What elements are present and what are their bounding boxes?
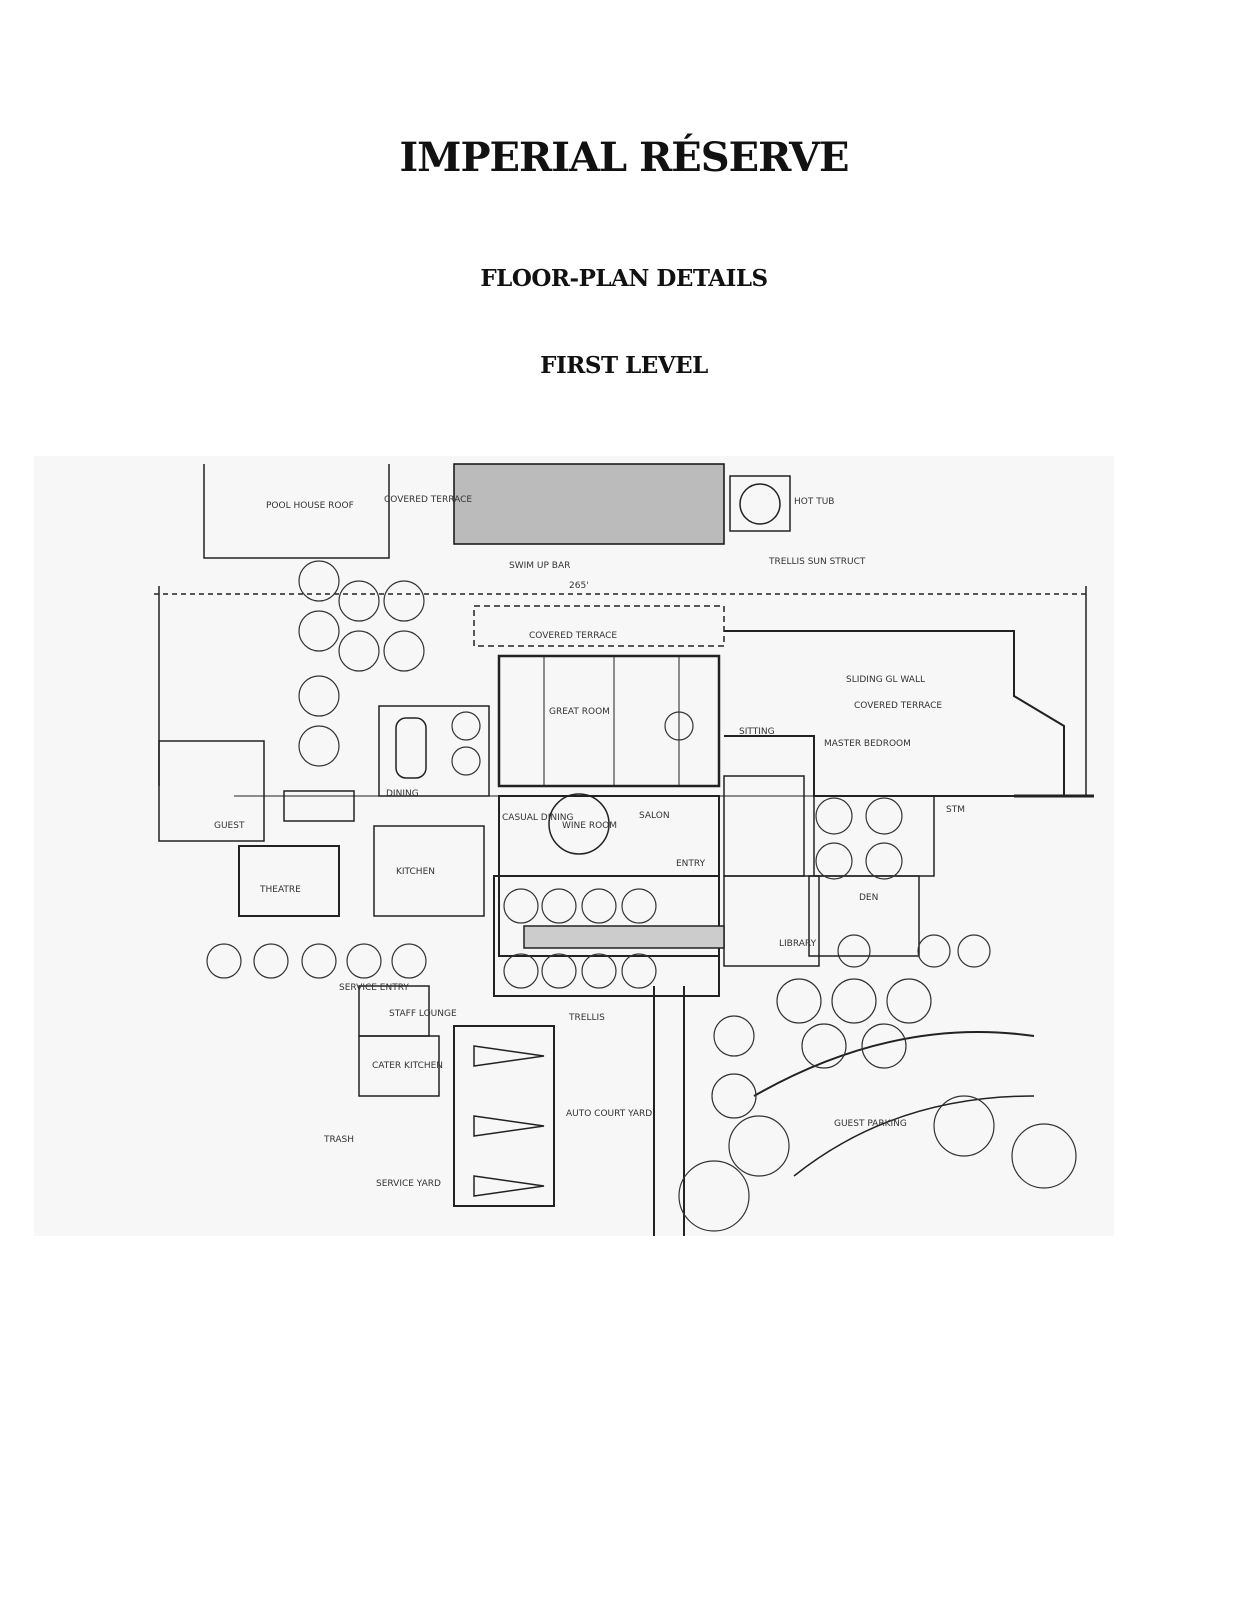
label-wine-room: WINE ROOM: [562, 821, 617, 831]
label-pool-house: POOL HOUSE ROOF: [266, 501, 354, 511]
dining-table: [395, 717, 427, 779]
master-wing: [724, 630, 1065, 797]
label-service-yard: SERVICE YARD: [376, 1179, 441, 1189]
trellis-bar: [523, 925, 725, 949]
label-service-entry: SERVICE ENTRY: [339, 983, 409, 993]
label-entry: ENTRY: [676, 859, 706, 869]
level-heading: FIRST LEVEL: [540, 352, 708, 379]
kitchen: [373, 825, 485, 917]
library: [723, 875, 820, 967]
label-cater-kitchen: CATER KITCHEN: [372, 1061, 443, 1071]
hot-tub: [739, 483, 781, 525]
label-dimension: 265': [569, 581, 589, 591]
covered-terrace: [473, 605, 725, 647]
floor-plan-sketch: POOL HOUSE ROOF COVERED TERRACE SWIM UP …: [34, 456, 1114, 1236]
guest-room: [158, 740, 265, 842]
hot-tub-box: [729, 475, 791, 532]
label-great-room: GREAT ROOM: [549, 707, 610, 717]
page-title: IMPERIAL RÉSERVE: [399, 134, 849, 181]
pool: [453, 463, 725, 545]
label-dining: DINING: [386, 789, 419, 799]
floor-plan-svg: POOL HOUSE ROOF COVERED TERRACE SWIM UP …: [34, 456, 1114, 1236]
label-hot-tub: HOT TUB: [794, 497, 834, 507]
label-guest-parking: GUEST PARKING: [834, 1119, 907, 1129]
label-den: DEN: [859, 893, 878, 903]
wine-room-circle: [548, 793, 610, 855]
pool-house-outline: [203, 464, 390, 559]
label-covered-terrace-left: COVERED TERRACE: [384, 495, 472, 505]
parking-curve-1: [753, 1031, 1035, 1097]
great-room: [497, 654, 721, 788]
label-library: LIBRARY: [779, 939, 817, 949]
trees: [206, 560, 1077, 1232]
label-staff-lounge: STAFF LOUNGE: [389, 1009, 457, 1019]
label-trellis-sun: TRELLIS SUN STRUCT: [768, 557, 866, 567]
page-subtitle: FLOOR-PLAN DETAILS: [480, 265, 768, 292]
label-trellis: TRELLIS: [568, 1013, 605, 1023]
plan-background: [34, 456, 1114, 1236]
label-sliding-wall: SLIDING GL WALL: [846, 675, 925, 685]
label-salon: SALON: [639, 811, 670, 821]
label-covered-terrace-right: COVERED TERRACE: [854, 701, 942, 711]
label-sitting: SITTING: [739, 727, 775, 737]
stair-left: [283, 790, 355, 822]
plan-lines: [154, 463, 1094, 1236]
label-swim-up-bar: SWIM UP BAR: [509, 561, 570, 571]
label-covered-terrace: COVERED TERRACE: [529, 631, 617, 641]
theatre: [238, 845, 340, 917]
den: [808, 875, 920, 957]
label-stm: STM: [946, 805, 965, 815]
auto-court: [453, 1025, 555, 1207]
cater-kitchen: [358, 1035, 440, 1097]
label-kitchen: KITCHEN: [396, 867, 435, 877]
parking-curve-2: [793, 1095, 1035, 1177]
label-master-bedroom: MASTER BEDROOM: [824, 739, 911, 749]
label-guest: GUEST: [214, 821, 245, 831]
label-trash: TRASH: [323, 1135, 354, 1145]
room-labels: POOL HOUSE ROOF COVERED TERRACE SWIM UP …: [214, 495, 965, 1189]
label-auto-court: AUTO COURT YARD: [566, 1109, 652, 1119]
label-casual-dining: CASUAL DINING: [502, 813, 573, 823]
auto-court-cones: [473, 1045, 545, 1197]
label-theatre: THEATRE: [259, 885, 301, 895]
